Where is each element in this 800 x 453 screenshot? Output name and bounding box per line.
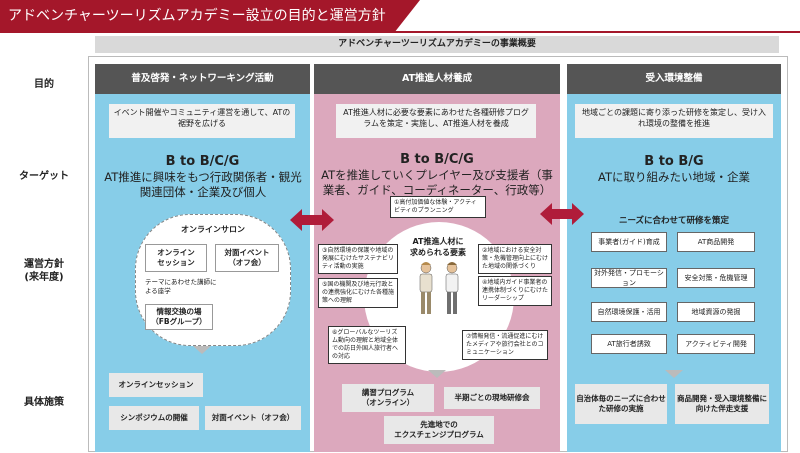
column-reception: 受入環境整備 地域ごとの課題に寄り添った研修を策定し、受け入れ環境の整備を推進 …	[567, 64, 781, 452]
down-arrow-icon	[428, 370, 446, 378]
down-arrow-icon	[665, 370, 683, 378]
element-box: ⑦情報発信・流通促進にむけたメディアや旅行会社とのコミュニケーション	[462, 330, 548, 360]
row-label-purpose: 目的	[34, 79, 54, 90]
column-heading: AT推進人材養成	[314, 64, 560, 94]
element-box: ④地域内ガイド事業者の連携体制づくりにむけたリーダーシップ	[478, 276, 552, 306]
people-icon	[419, 262, 459, 314]
needs-item: 事業者(ガイド)育成	[591, 232, 667, 252]
target-subtitle: ATに取り組みたい地域・企業	[598, 170, 750, 184]
measure-item: 自治体毎のニーズに合わせた研修の実施	[575, 384, 667, 424]
column-heading: 受入環境整備	[567, 64, 781, 94]
needs-item: AT旅行者誘致	[591, 334, 667, 354]
elements-center-label: AT推進人材に 求められる要素	[410, 237, 466, 257]
element-box: ①高付加価値な体験・アクティビティのプランニング	[390, 196, 486, 218]
double-arrow-icon	[290, 209, 334, 231]
page-title: アドベンチャーツーリズムアカデミー設立の目的と運営方針	[0, 0, 420, 32]
target-subtitle: AT推進に興味をもつ行政関係者・観光関連団体・企業及び個人	[104, 170, 302, 199]
salon-fb-group: 情報交換の場 （FBグループ）	[145, 304, 213, 330]
overview-header: アドベンチャーツーリズムアカデミーの事業概要	[95, 36, 779, 53]
double-arrow-icon	[540, 203, 584, 225]
down-arrow-icon	[193, 346, 211, 354]
target-title: B to B/C/G	[400, 152, 474, 167]
salon-item-offline: 対面イベント （オフ会）	[215, 244, 279, 272]
row-label-target: ターゲット	[19, 171, 69, 182]
purpose-text: イベント開催やコミュニティ運営を通して、ATの裾野を広げる	[109, 104, 295, 138]
column-networking: 普及啓発・ネットワーキング活動 イベント開催やコミュニティ運営を通して、ATの裾…	[95, 64, 310, 452]
needs-item: 対外発信・プロモーション	[591, 268, 667, 288]
measure-item: 半期ごとの現地研修会	[444, 387, 540, 409]
measure-item: 商品開発・受入環境整備に向けた伴走支援	[675, 384, 769, 424]
row-label-policy: 運営方針 (来年度)	[24, 259, 64, 283]
purpose-text: AT推進人材に必要な要素にあわせた各種研修プログラムを策定・実施し、AT推進人材…	[336, 104, 536, 138]
salon-note: テーマにあわせた講師による座学	[145, 278, 217, 295]
measure-item: 先進地での エクスチェンジプログラム	[384, 416, 494, 444]
needs-item: アクティビティ開発	[677, 334, 755, 354]
needs-title: ニーズに合わせて研修を策定	[618, 216, 730, 226]
column-heading: 普及啓発・ネットワーキング活動	[95, 64, 310, 94]
column-talent: AT推進人材養成 AT推進人材に必要な要素にあわせた各種研修プログラムを策定・実…	[314, 64, 560, 452]
target-subtitle: ATを推進していくプレイヤー及び支援者（事業者、ガイド、コーディネーター、行政等…	[321, 168, 553, 197]
measure-item: 対面イベント（オフ会）	[205, 406, 301, 430]
needs-item: 自然環境保護・活用	[591, 302, 667, 322]
element-box: ③自然環境の保護や地域の発展にむけたサステナビリティ活動の実施	[318, 244, 398, 274]
measure-item: オンラインセッション	[109, 373, 203, 397]
needs-item: AT商品開発	[677, 232, 755, 252]
element-box: ⑤国の機関及び地元行政との連携強化にむけた各種施策への理解	[318, 278, 398, 308]
needs-item: 地域資源の発掘	[677, 302, 755, 322]
salon-title: オンラインサロン	[181, 225, 245, 234]
measure-item: 講習プログラム （オンライン）	[342, 384, 434, 412]
element-box: ②地域における安全対策・危機管理向上にむけた地域の関係づくり	[478, 244, 552, 274]
needs-item: 安全対策・危機管理	[677, 268, 755, 288]
element-box: ⑥グローバルなツーリズム動向の理解と地域全体での訪日外国人旅行者への対応	[328, 326, 406, 364]
salon-item-online: オンライン セッション	[145, 244, 207, 272]
purpose-text: 地域ごとの課題に寄り添った研修を策定し、受け入れ環境の整備を推進	[575, 104, 773, 138]
target-title: B to B/C/G	[165, 154, 240, 169]
row-label-measures: 具体施策	[24, 397, 64, 408]
target-title: B to B/G	[644, 154, 704, 169]
title-underline	[0, 31, 800, 33]
measure-item: シンポジウムの開催	[109, 406, 199, 430]
